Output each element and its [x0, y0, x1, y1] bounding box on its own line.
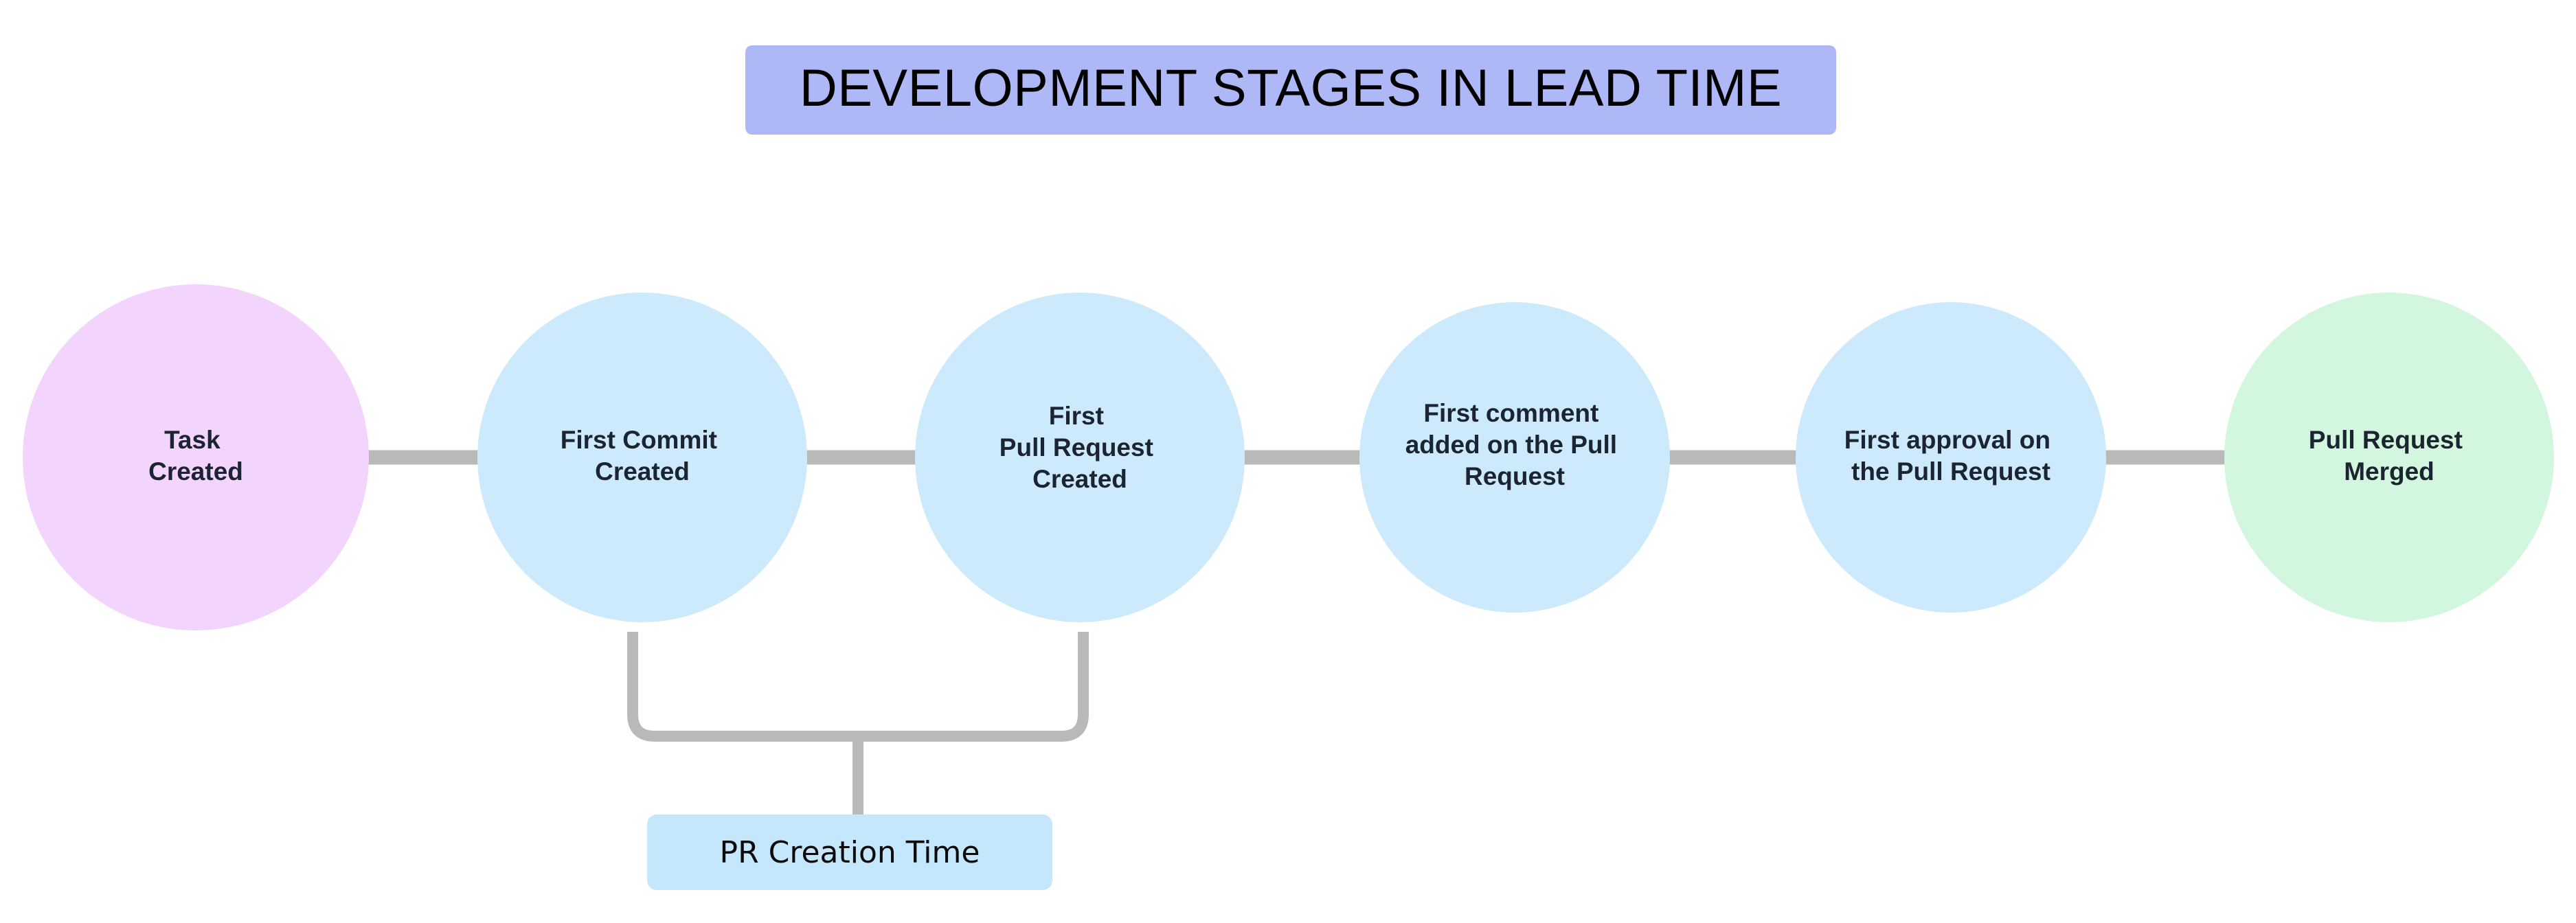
title-text: DEVELOPMENT STAGES IN LEAD TIME: [800, 59, 1782, 117]
node-first-pull-request-created[interactable]: First Pull Request Created: [915, 293, 1245, 622]
node-label-task-created: Task Created: [148, 426, 243, 486]
node-label-first-comment-on-pr: First comment added on the Pull Request: [1405, 399, 1625, 490]
pr-creation-time-label-text: PR Creation Time: [720, 835, 980, 870]
node-first-approval-on-pr[interactable]: First approval on the Pull Request: [1796, 302, 2106, 613]
node-circle-pull-request-merged[interactable]: [2224, 293, 2554, 622]
node-label-first-pull-request-created: First Pull Request Created: [999, 402, 1160, 493]
node-pull-request-merged[interactable]: Pull Request Merged: [2224, 293, 2554, 622]
bracket-path: [627, 632, 1089, 742]
title-banner: [745, 45, 1836, 135]
node-task-created[interactable]: Task Created: [23, 284, 369, 630]
node-first-comment-on-pr[interactable]: First comment added on the Pull Request: [1359, 302, 1670, 613]
node-line: Created: [148, 457, 243, 486]
node-circle-first-pull-request-created[interactable]: [915, 293, 1245, 622]
diagram-title: DEVELOPMENT STAGES IN LEAD TIME: [745, 45, 1836, 135]
node-line: Created: [1032, 465, 1127, 493]
node-line: Merged: [2344, 457, 2434, 486]
node-line: Task: [164, 426, 221, 454]
node-circle-task-created[interactable]: [23, 284, 369, 630]
pr-creation-time-label-box[interactable]: [647, 814, 1052, 890]
node-line: Pull Request: [999, 433, 1153, 461]
node-line: First comment: [1423, 399, 1598, 427]
node-line: Created: [595, 457, 690, 486]
node-line: First: [1049, 402, 1104, 430]
node-first-commit-created[interactable]: First Commit Created: [477, 293, 807, 622]
node-label-first-commit-created: First Commit Created: [561, 426, 724, 486]
node-line: added on the Pull: [1405, 431, 1617, 459]
pr-creation-time-bracket: [627, 632, 1089, 814]
node-label-pull-request-merged: Pull Request Merged: [2309, 426, 2470, 486]
node-line: the Pull Request: [1851, 457, 2050, 486]
node-line: First Commit: [561, 426, 717, 454]
node-line: Request: [1465, 462, 1565, 490]
node-circle-first-approval-on-pr[interactable]: [1796, 302, 2106, 613]
node-line: First approval on: [1844, 426, 2050, 454]
node-circle-first-comment-on-pr[interactable]: [1359, 302, 1670, 613]
node-label-first-approval-on-pr: First approval on the Pull Request: [1844, 426, 2057, 486]
node-circle-first-commit-created[interactable]: [477, 293, 807, 622]
pr-creation-time-label[interactable]: PR Creation Time: [647, 814, 1052, 890]
node-line: Pull Request: [2309, 426, 2463, 454]
